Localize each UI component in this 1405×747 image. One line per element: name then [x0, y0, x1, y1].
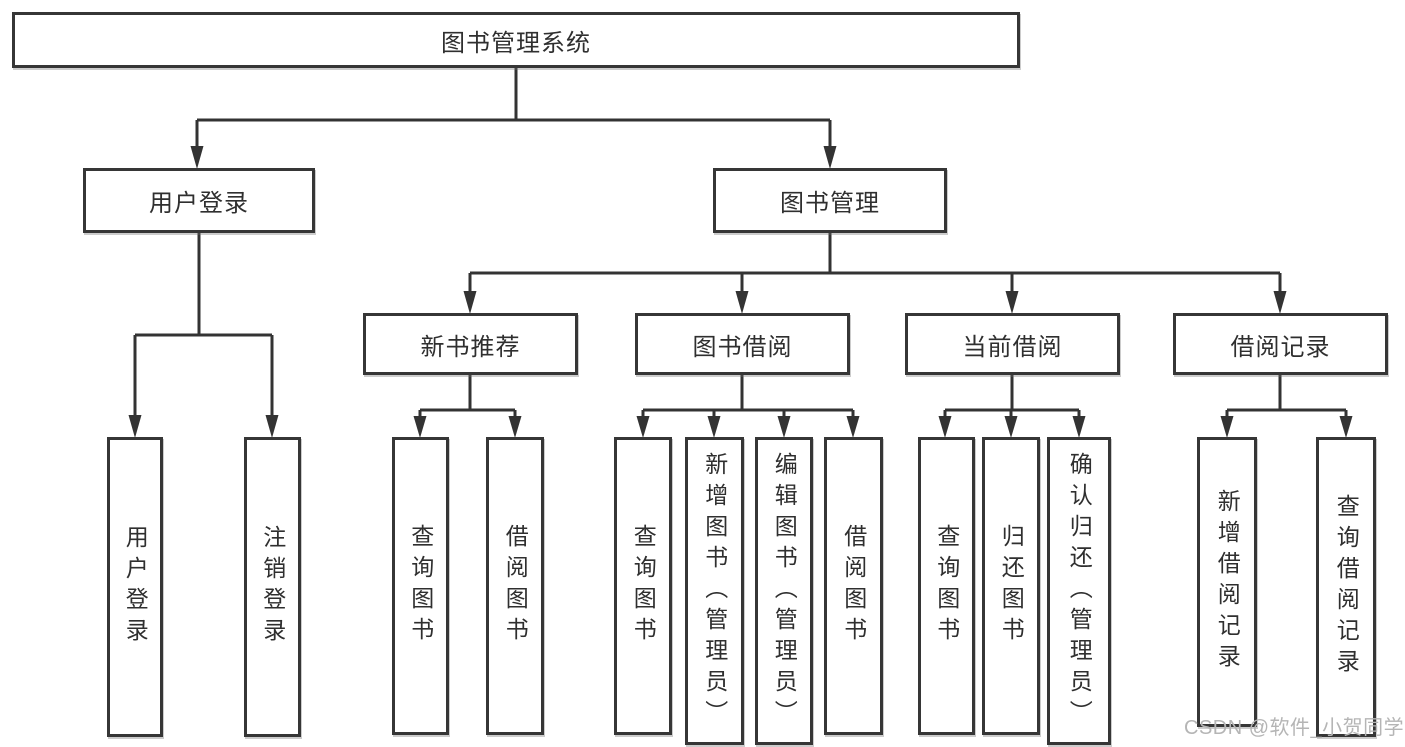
arrowhead-borrow-records	[1273, 291, 1287, 314]
node-book-borrow-label: 图书借阅	[692, 333, 793, 361]
arrowhead-nb-borrow	[508, 416, 522, 438]
arrowhead-cb-return	[1004, 416, 1018, 438]
leaf-bb-add-book: 新增图书（管理员）	[685, 437, 744, 745]
arrowhead-book-borrow	[735, 291, 749, 314]
arrowhead-current-borrow	[1005, 291, 1019, 314]
leaf-bb-edit-book-label: 编辑图书（管理员）	[771, 451, 798, 731]
arrowhead-br-query	[1339, 416, 1353, 438]
leaf-cb-return-book: 归还图书	[982, 437, 1040, 735]
node-new-book-rec-label: 新书推荐	[420, 333, 521, 361]
arrowhead-bb-borrow	[846, 416, 860, 438]
node-root-label: 图书管理系统	[441, 29, 591, 57]
leaf-bb-edit-book: 编辑图书（管理员）	[755, 437, 813, 745]
leaf-nb-query-book-label: 查询图书	[407, 524, 434, 648]
leaf-br-query-record-label: 查询借阅记录	[1333, 494, 1360, 680]
node-user-login: 用户登录	[83, 168, 315, 233]
arrowhead-cb-confirm	[1072, 416, 1086, 438]
leaf-user-login: 用户登录	[107, 437, 163, 737]
node-current-borrow: 当前借阅	[905, 313, 1120, 375]
node-book-mgmt-label: 图书管理	[780, 190, 880, 217]
arrowhead-cb-query	[938, 416, 952, 438]
arrowhead-bb-add	[707, 416, 721, 438]
node-book-mgmt: 图书管理	[713, 168, 947, 233]
arrowhead-bb-edit	[777, 416, 791, 438]
leaf-cb-return-book-label: 归还图书	[998, 524, 1025, 648]
leaf-logout-label: 注销登录	[259, 525, 286, 649]
leaf-br-query-record: 查询借阅记录	[1316, 437, 1376, 737]
leaf-br-add-record: 新增借阅记录	[1197, 437, 1257, 727]
leaf-nb-borrow-book: 借阅图书	[486, 437, 544, 735]
arrowhead-bb-query	[636, 416, 650, 438]
arrowhead-nb-query	[413, 416, 427, 438]
arrowhead-leaf-user-login	[128, 415, 142, 438]
node-borrow-records-label: 借阅记录	[1230, 333, 1331, 361]
node-book-borrow: 图书借阅	[635, 313, 850, 375]
leaf-nb-query-book: 查询图书	[392, 437, 449, 735]
leaf-nb-borrow-book-label: 借阅图书	[502, 524, 529, 648]
leaf-bb-borrow-book-label: 借阅图书	[840, 524, 867, 648]
arrowhead-book-mgmt	[823, 146, 837, 169]
leaf-cb-query-book: 查询图书	[918, 437, 975, 735]
arrowhead-br-add	[1220, 416, 1234, 438]
leaf-br-add-record-label: 新增借阅记录	[1214, 489, 1241, 675]
arrowhead-leaf-logout	[265, 415, 279, 438]
arrowhead-new-book-rec	[463, 291, 477, 314]
node-root: 图书管理系统	[12, 12, 1020, 68]
leaf-user-login-label: 用户登录	[122, 525, 149, 649]
leaf-logout: 注销登录	[244, 437, 301, 737]
leaf-cb-confirm-return-label: 确认归还（管理员）	[1066, 451, 1093, 731]
csdn-watermark: CSDN @软件_小贺同学	[1184, 717, 1405, 739]
node-current-borrow-label: 当前借阅	[962, 333, 1063, 361]
leaf-bb-query-book-label: 查询图书	[630, 524, 657, 648]
leaf-cb-query-book-label: 查询图书	[933, 524, 960, 648]
node-user-login-label: 用户登录	[149, 190, 249, 217]
leaf-cb-confirm-return: 确认归还（管理员）	[1047, 437, 1111, 745]
leaf-bb-borrow-book: 借阅图书	[824, 437, 883, 735]
node-borrow-records: 借阅记录	[1173, 313, 1388, 375]
leaf-bb-add-book-label: 新增图书（管理员）	[701, 451, 728, 731]
leaf-bb-query-book: 查询图书	[614, 437, 672, 735]
node-new-book-rec: 新书推荐	[363, 313, 578, 375]
arrowhead-user-login	[190, 146, 204, 169]
